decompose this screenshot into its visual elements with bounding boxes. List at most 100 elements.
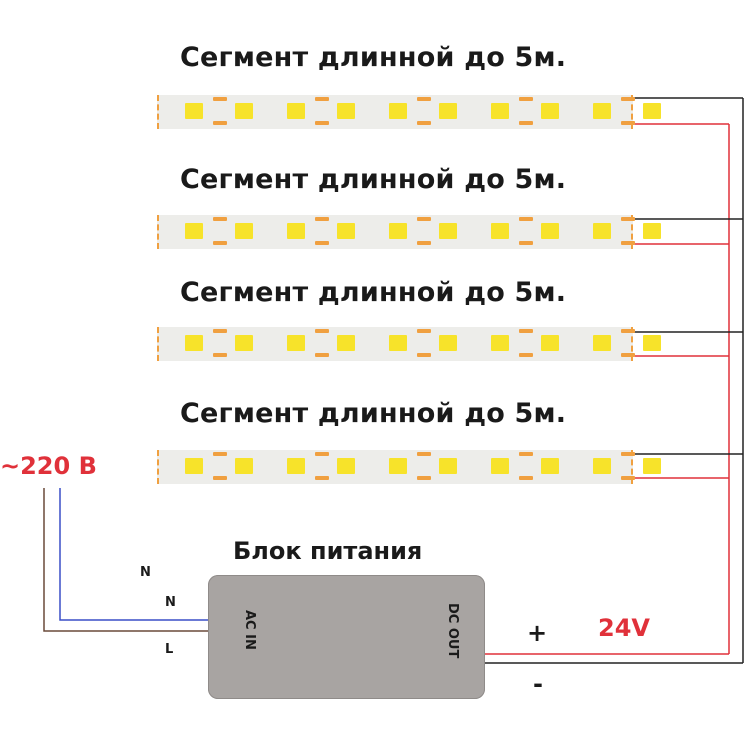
resistor-pad [621, 241, 635, 245]
led-strip-2 [157, 215, 661, 249]
resistor-pad [621, 217, 635, 221]
resistor-pad [519, 97, 533, 101]
resistor-pad [315, 476, 329, 480]
resistor-pad [621, 476, 635, 480]
neutral-label: N [165, 595, 176, 610]
led-chip [287, 103, 305, 119]
segment-label: Сегмент длинной до 5м. [180, 164, 567, 195]
led-chip [337, 223, 355, 239]
led-chip [593, 223, 611, 239]
led-chip [491, 103, 509, 119]
led-chip [491, 458, 509, 474]
resistor-pad [417, 476, 431, 480]
led-chip [235, 335, 253, 351]
resistor-pad [213, 329, 227, 333]
neutral-label: N [140, 565, 151, 580]
led-chip [235, 223, 253, 239]
resistor-pad [519, 241, 533, 245]
led-chip [337, 103, 355, 119]
resistor-pad [315, 452, 329, 456]
line-wire-brown [43, 488, 208, 632]
led-chip [643, 335, 661, 351]
led-chip [185, 458, 203, 474]
resistor-pad [417, 452, 431, 456]
resistor-pad [519, 476, 533, 480]
resistor-pad [213, 241, 227, 245]
led-chip [389, 223, 407, 239]
segment-label: Сегмент длинной до 5м. [180, 42, 567, 73]
resistor-pad [213, 217, 227, 221]
led-chip [235, 103, 253, 119]
psu-title: Блок питания [233, 537, 423, 565]
resistor-pad [417, 97, 431, 101]
resistor-pad [621, 97, 635, 101]
led-strip-3 [157, 327, 661, 361]
resistor-pad [621, 353, 635, 357]
resistor-pad [621, 121, 635, 125]
resistor-pad [213, 121, 227, 125]
output-voltage-label: 24V [598, 614, 650, 642]
resistor-pad [621, 329, 635, 333]
resistor-pad [315, 353, 329, 357]
led-chip [541, 103, 559, 119]
resistor-pad [213, 476, 227, 480]
led-chip [643, 223, 661, 239]
segment-label: Сегмент длинной до 5м. [180, 398, 567, 429]
resistor-pad [519, 353, 533, 357]
segment-label: Сегмент длинной до 5м. [180, 277, 567, 308]
resistor-pad [417, 241, 431, 245]
dc-out-label: DC OUT [445, 603, 460, 659]
led-chip [185, 103, 203, 119]
resistor-pad [417, 329, 431, 333]
led-chip [389, 335, 407, 351]
led-chip [185, 335, 203, 351]
resistor-pad [519, 329, 533, 333]
led-chip [593, 335, 611, 351]
resistor-pad [213, 452, 227, 456]
mains-voltage-label: ~220 В [0, 452, 97, 480]
led-chip [439, 223, 457, 239]
led-chip [235, 458, 253, 474]
resistor-pad [519, 217, 533, 221]
resistor-pad [315, 241, 329, 245]
resistor-pad [417, 217, 431, 221]
resistor-pad [519, 121, 533, 125]
led-chip [541, 458, 559, 474]
led-chip [541, 335, 559, 351]
led-chip [337, 335, 355, 351]
minus-sign: - [533, 670, 543, 698]
led-chip [287, 458, 305, 474]
led-chip [185, 223, 203, 239]
led-chip [337, 458, 355, 474]
led-chip [439, 103, 457, 119]
resistor-pad [315, 329, 329, 333]
led-chip [439, 458, 457, 474]
led-chip [389, 103, 407, 119]
led-chip [643, 458, 661, 474]
power-supply-unit [208, 575, 485, 699]
ac-in-label: AC IN [242, 610, 257, 650]
resistor-pad [315, 97, 329, 101]
resistor-pad [621, 452, 635, 456]
led-strip-4 [157, 450, 661, 484]
led-chip [287, 223, 305, 239]
led-chip [439, 335, 457, 351]
line-label: L [165, 642, 174, 657]
led-chip [389, 458, 407, 474]
led-chip [593, 103, 611, 119]
led-chip [593, 458, 611, 474]
plus-sign: + [527, 619, 548, 647]
resistor-pad [315, 121, 329, 125]
resistor-pad [519, 452, 533, 456]
led-chip [491, 335, 509, 351]
resistor-pad [315, 217, 329, 221]
led-chip [541, 223, 559, 239]
resistor-pad [417, 121, 431, 125]
resistor-pad [213, 97, 227, 101]
led-strip-1 [157, 95, 661, 129]
resistor-pad [213, 353, 227, 357]
led-chip [491, 223, 509, 239]
led-chip [287, 335, 305, 351]
neutral-wire-blue [59, 488, 208, 621]
